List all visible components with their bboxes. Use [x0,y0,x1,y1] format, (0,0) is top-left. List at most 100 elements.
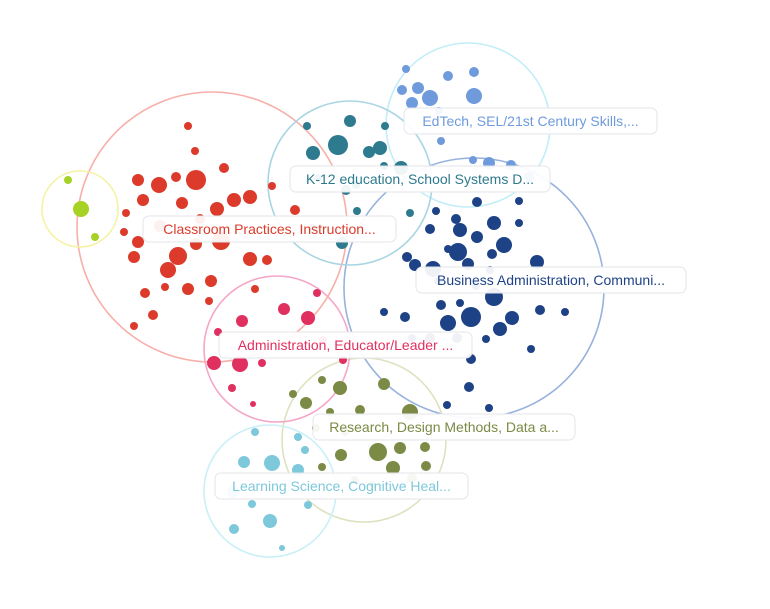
node-business-41[interactable] [443,401,451,409]
node-classroom-17[interactable] [132,236,144,248]
node-admin-0[interactable] [278,303,290,315]
node-business-11[interactable] [449,243,467,261]
node-classroom-0[interactable] [184,122,192,130]
node-classroom-20[interactable] [128,251,140,263]
node-research-12[interactable] [420,442,430,452]
node-small-0[interactable] [64,176,72,184]
node-business-9[interactable] [425,224,435,234]
node-research-3[interactable] [300,397,312,409]
node-business-21[interactable] [456,299,464,307]
node-research-19[interactable] [289,390,297,398]
node-classroom-32[interactable] [251,285,259,293]
node-k12-2[interactable] [344,115,356,127]
node-business-8[interactable] [451,214,461,224]
node-classroom-31[interactable] [148,310,158,320]
node-admin-7[interactable] [258,359,266,367]
cluster-label-business[interactable]: Business Administration, Communi... [415,266,687,294]
node-classroom-33[interactable] [290,205,300,215]
node-k12-6[interactable] [381,122,389,130]
node-classroom-9[interactable] [210,202,224,216]
node-edtech-5[interactable] [466,88,482,104]
node-admin-6[interactable] [207,356,221,370]
node-classroom-7[interactable] [137,194,149,206]
node-learning-11[interactable] [279,545,285,551]
node-classroom-4[interactable] [171,172,181,182]
node-classroom-11[interactable] [243,190,257,204]
cluster-label-edtech[interactable]: EdTech, SEL/21st Century Skills,... [403,107,658,135]
node-learning-8[interactable] [263,514,277,528]
node-learning-2[interactable] [264,455,280,471]
node-edtech-6[interactable] [397,85,407,95]
node-learning-4[interactable] [301,446,309,454]
node-edtech-2[interactable] [412,82,424,94]
node-research-10[interactable] [335,449,347,461]
node-business-26[interactable] [493,322,507,336]
cluster-label-k12[interactable]: K-12 education, School Systems D... [289,165,551,193]
cluster-label-research[interactable]: Research, Design Methods, Data a... [312,413,576,441]
node-k12-0[interactable] [303,122,311,130]
node-business-5[interactable] [515,219,523,227]
node-classroom-27[interactable] [140,288,150,298]
node-edtech-7[interactable] [406,97,418,109]
node-classroom-6[interactable] [132,174,144,186]
node-classroom-10[interactable] [227,193,241,207]
node-classroom-29[interactable] [205,297,213,305]
cluster-label-admin[interactable]: Administration, Educator/Leader ... [218,331,473,359]
node-k12-4[interactable] [363,146,375,158]
node-learning-10[interactable] [304,501,312,509]
node-business-6[interactable] [515,197,523,205]
node-business-28[interactable] [561,308,569,316]
node-business-15[interactable] [487,249,497,259]
node-business-2[interactable] [471,231,483,243]
node-learning-1[interactable] [238,456,250,468]
node-classroom-26[interactable] [182,283,194,295]
node-business-40[interactable] [485,404,493,412]
node-classroom-1[interactable] [191,147,199,155]
node-business-29[interactable] [527,345,535,353]
node-classroom-25[interactable] [205,275,217,287]
node-research-5[interactable] [355,405,365,415]
node-business-16[interactable] [530,255,544,269]
node-classroom-23[interactable] [262,255,272,265]
node-edtech-0[interactable] [402,65,410,73]
node-classroom-28[interactable] [161,283,169,291]
node-classroom-21[interactable] [169,247,187,265]
node-research-2[interactable] [378,378,390,390]
node-classroom-5[interactable] [151,177,167,193]
node-research-15[interactable] [386,461,400,475]
node-business-39[interactable] [464,382,474,392]
node-edtech-1[interactable] [469,67,479,77]
node-admin-2[interactable] [313,289,321,297]
node-classroom-16[interactable] [120,228,128,236]
node-small-2[interactable] [91,233,99,241]
node-business-36[interactable] [400,312,410,322]
node-learning-9[interactable] [229,524,239,534]
node-edtech-9[interactable] [437,137,445,145]
node-edtech-3[interactable] [422,90,438,106]
cluster-label-classroom[interactable]: Classroom Practices, Instruction... [142,215,397,243]
node-research-1[interactable] [333,381,347,395]
node-k12-5[interactable] [373,141,387,155]
node-learning-0[interactable] [251,428,259,436]
node-admin-1[interactable] [301,311,315,325]
node-business-0[interactable] [432,207,440,215]
node-classroom-3[interactable] [186,170,206,190]
node-business-1[interactable] [453,223,467,237]
node-classroom-2[interactable] [219,163,229,173]
node-k12-11[interactable] [353,207,361,215]
node-business-23[interactable] [440,315,456,331]
node-business-7[interactable] [472,197,482,207]
node-admin-3[interactable] [236,315,248,327]
node-learning-7[interactable] [248,500,256,508]
node-classroom-12[interactable] [268,182,276,190]
node-business-25[interactable] [505,311,519,325]
node-edtech-14[interactable] [469,156,477,164]
node-classroom-24[interactable] [160,262,176,278]
node-research-17[interactable] [421,461,431,471]
node-edtech-4[interactable] [443,71,453,81]
node-classroom-8[interactable] [176,197,188,209]
cluster-label-learning[interactable]: Learning Science, Cognitive Heal... [214,472,469,500]
node-business-17[interactable] [402,252,412,262]
node-business-30[interactable] [482,335,490,343]
node-learning-3[interactable] [294,433,302,441]
